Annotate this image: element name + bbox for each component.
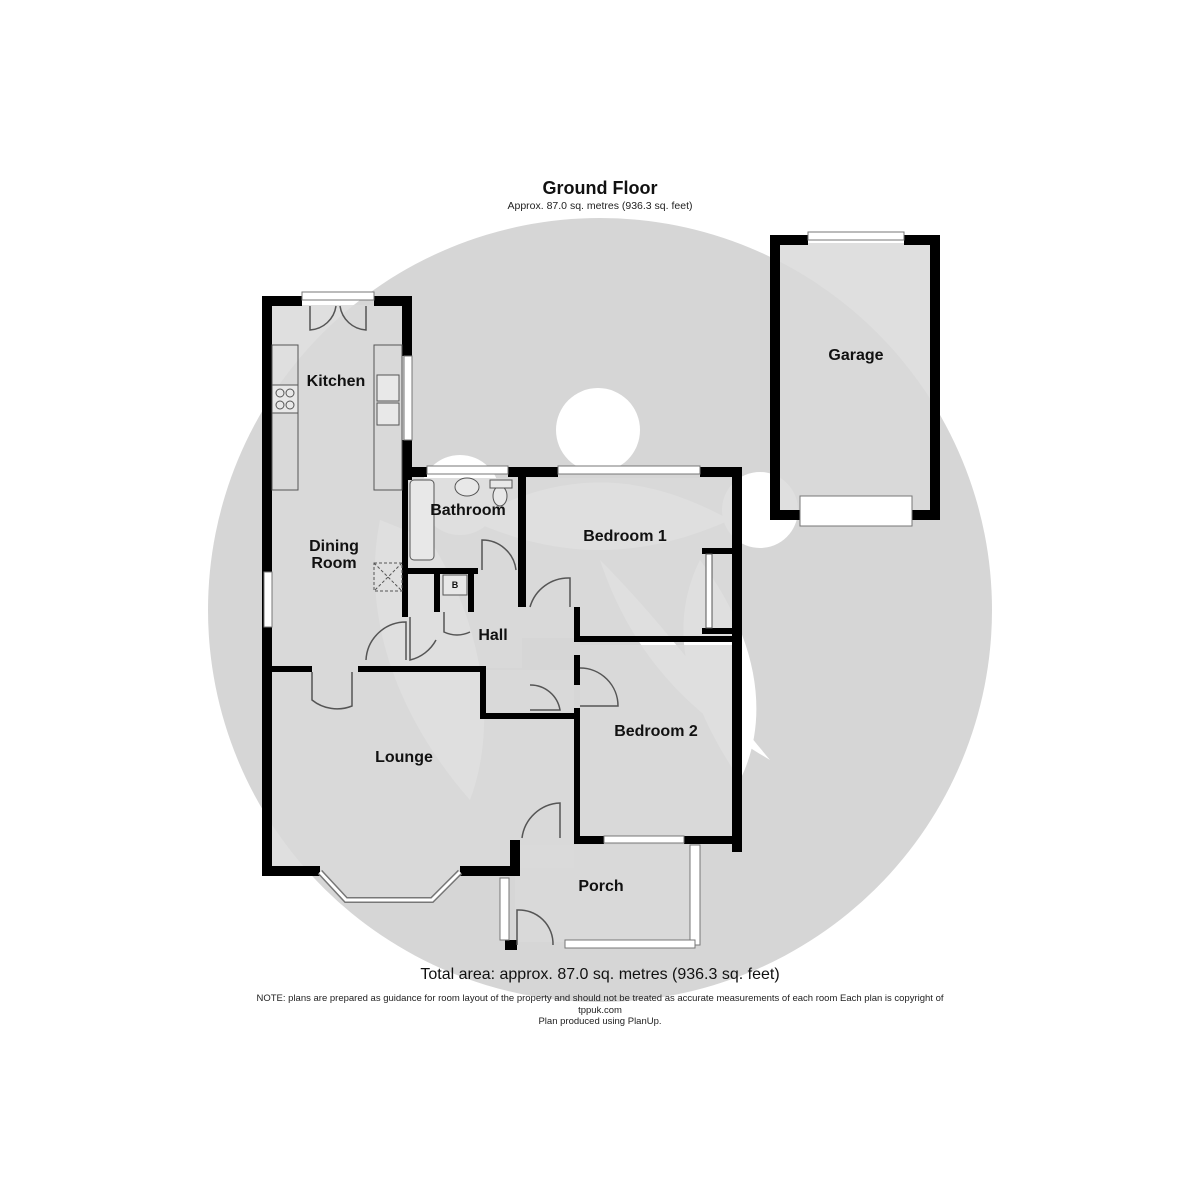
basin — [454, 477, 480, 497]
kitchen-sink — [376, 374, 400, 402]
hob — [271, 384, 299, 414]
floor-fills — [272, 243, 932, 942]
floor-title: Ground Floor — [542, 178, 658, 198]
cistern — [489, 479, 513, 489]
windows — [263, 231, 913, 949]
floor-area-subtitle: Approx. 87.0 sq. metres (936.3 sq. feet) — [507, 200, 693, 212]
doors — [309, 305, 619, 946]
skylight — [373, 562, 403, 592]
disclaimer-note: NOTE: plans are prepared as guidance for… — [200, 993, 1000, 1028]
room-label-bathroom: Bathroom — [430, 502, 506, 519]
room-label-kitchen: Kitchen — [307, 373, 366, 390]
boiler-label: B — [452, 580, 459, 590]
note-line-2: tppuk.com — [578, 1004, 622, 1016]
fixtures — [271, 344, 713, 629]
note-line-1: NOTE: plans are prepared as guidance for… — [256, 993, 944, 1004]
kitchen-drainer — [376, 402, 400, 426]
wardrobe-door — [705, 553, 713, 629]
boiler-cupboard — [442, 574, 468, 596]
room-label-garage: Garage — [828, 347, 883, 364]
room-label-dining-2: Room — [311, 555, 356, 572]
room-label-porch: Porch — [578, 878, 623, 895]
room-label-bedroom-1: Bedroom 1 — [583, 528, 667, 545]
kitchen-counter-right — [373, 344, 403, 491]
room-label-dining-1: Dining — [309, 538, 359, 555]
room-label-hall: Hall — [478, 627, 507, 644]
note-line-3: Plan produced using PlanUp. — [538, 1016, 662, 1027]
bathtub — [409, 479, 435, 561]
kitchen-counter-left — [271, 344, 299, 491]
room-label-lounge: Lounge — [375, 749, 433, 766]
total-area: Total area: approx. 87.0 sq. metres (936… — [420, 966, 780, 983]
room-label-bedroom-2: Bedroom 2 — [614, 723, 698, 740]
